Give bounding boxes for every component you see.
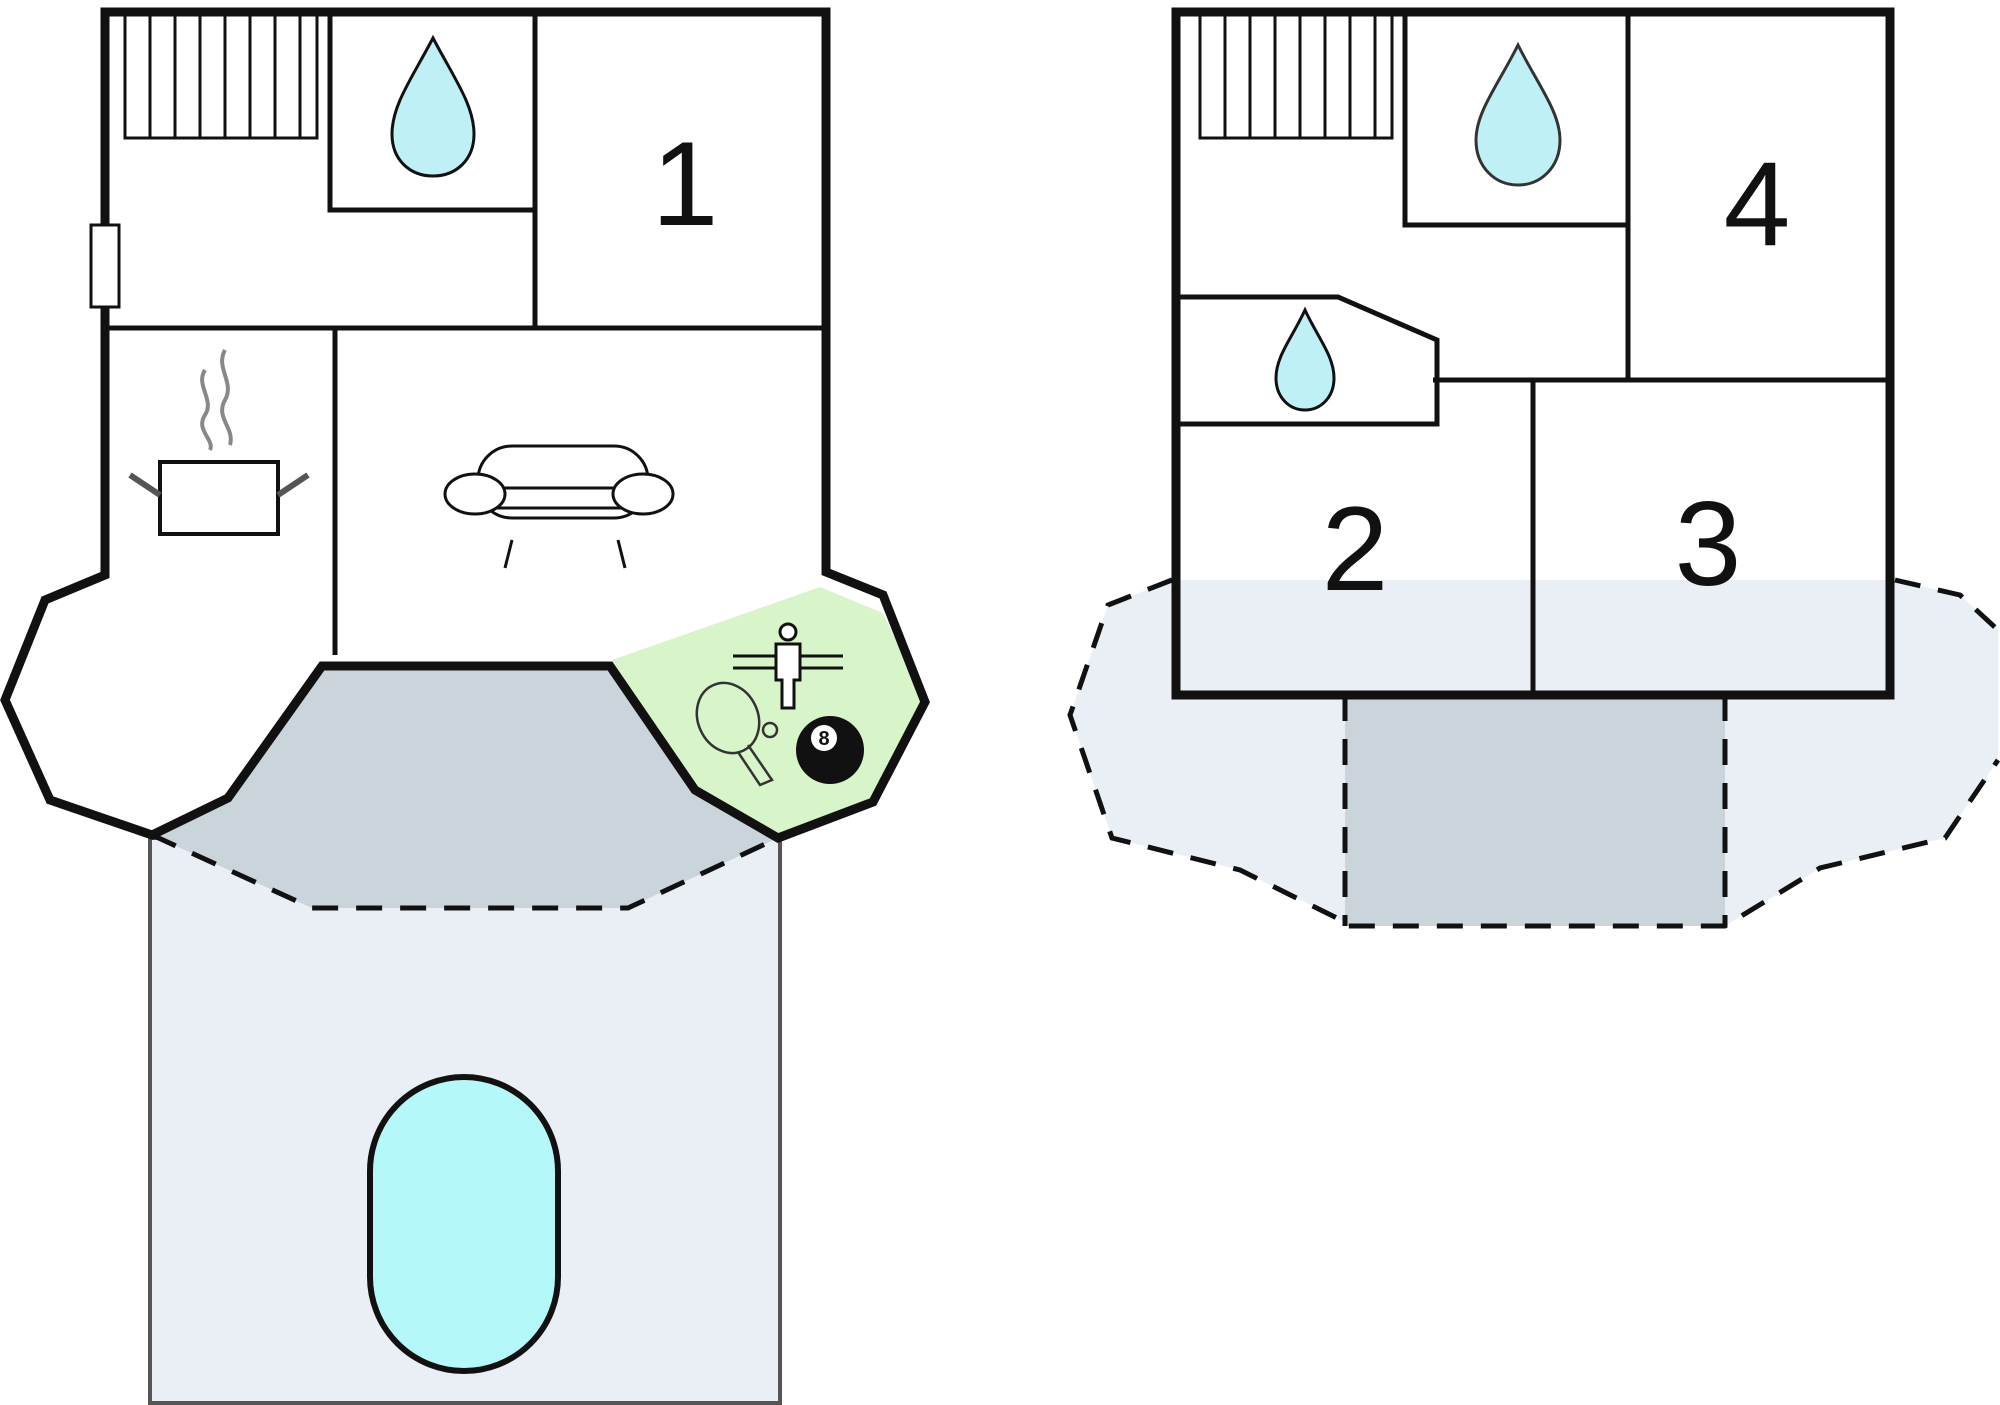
billiard-ball-number: 8 — [818, 728, 829, 750]
sofa-icon — [443, 444, 675, 569]
swimming-pool-icon — [367, 1074, 561, 1374]
covered-terrace-edge — [150, 832, 780, 911]
billiard-ball-icon: 8 — [796, 716, 864, 784]
upper-terrace-edge — [1894, 577, 2000, 632]
upper-terrace-edge — [1067, 577, 2000, 929]
bathroom-wall — [327, 12, 535, 213]
room-number-1: 1 — [652, 117, 719, 251]
table-tennis-paddle-icon — [695, 681, 779, 787]
water-drop-icon — [1274, 306, 1336, 412]
room-number-4: 4 — [1724, 137, 1791, 271]
window — [89, 223, 121, 309]
staircase-icon — [123, 10, 319, 140]
covered-balcony — [1345, 695, 1725, 926]
upper-floor: 4 2 3 — [1067, 7, 2000, 929]
room-number-2: 2 — [1322, 482, 1389, 616]
cooking-pot-icon — [128, 349, 310, 536]
ground-floor: 1 — [0, 7, 930, 1405]
exterior-wall — [0, 7, 930, 843]
table-football-icon — [733, 622, 843, 710]
water-drop-icon — [1474, 41, 1562, 187]
balcony-edge — [1342, 695, 1728, 926]
bathroom-wall — [1402, 12, 1628, 228]
staircase-icon — [1198, 10, 1394, 140]
bathroom-wall — [1176, 294, 1440, 427]
covered-terrace — [152, 666, 778, 908]
room-number-3: 3 — [1675, 477, 1742, 611]
water-drop-icon — [390, 34, 476, 178]
